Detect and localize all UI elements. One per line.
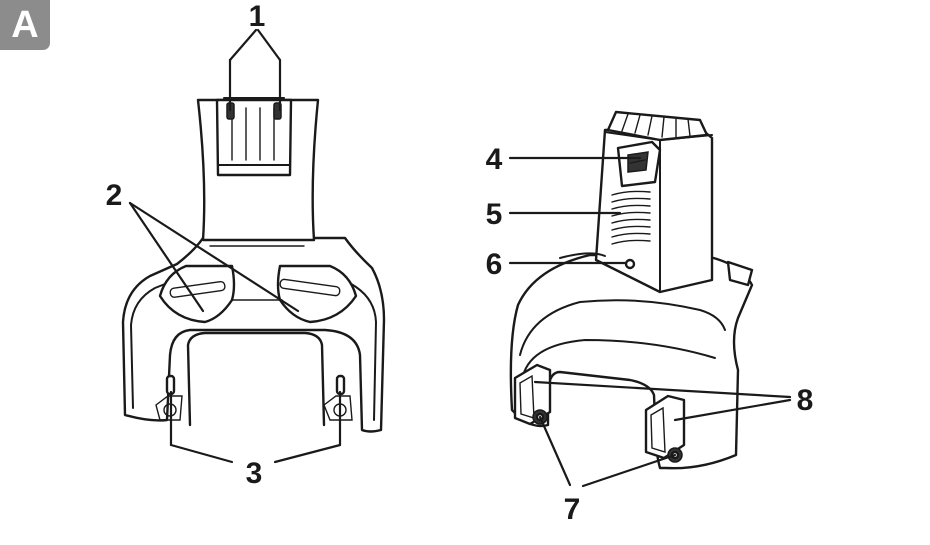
callout-5: 5: [486, 198, 503, 231]
panel-label-badge: A: [0, 0, 50, 50]
callout-7: 7: [564, 493, 581, 526]
callout-2: 2: [106, 179, 123, 212]
callout-3: 3: [246, 457, 263, 490]
rear-view-device: [511, 112, 752, 468]
callout-1: 1: [249, 0, 266, 33]
callout-8: 8: [797, 384, 814, 417]
callout-6: 6: [486, 248, 503, 281]
callout-4: 4: [486, 143, 503, 176]
panel-label: A: [11, 6, 38, 44]
front-view-device: [123, 98, 384, 432]
